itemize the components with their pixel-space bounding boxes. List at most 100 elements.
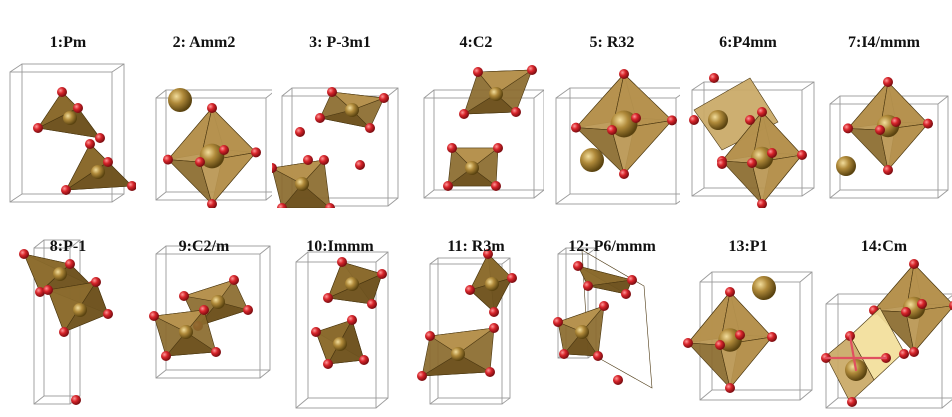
metal-atom <box>451 347 465 361</box>
oxygen-atom <box>277 203 287 208</box>
oxygen-atom <box>95 133 105 143</box>
polyhedron-face <box>421 353 492 377</box>
metal-atom <box>752 276 776 300</box>
oxygen-atom <box>59 327 69 337</box>
oxygen-atom <box>725 287 735 297</box>
oxygen-atom <box>377 269 387 279</box>
polyhedron-face <box>587 279 633 295</box>
oxygen-atom <box>621 289 631 299</box>
structure-label: 14:Cm <box>860 238 908 255</box>
oxygen-atom <box>163 154 173 165</box>
oxygen-atom <box>65 259 75 269</box>
metal-atom <box>199 143 225 169</box>
metal-atom <box>575 325 589 339</box>
oxygen-atom <box>725 383 735 393</box>
oxygen-atom <box>717 159 727 169</box>
oxygen-atom <box>325 203 335 208</box>
oxygen-atom <box>491 181 501 191</box>
structure-diagram <box>155 88 272 208</box>
oxygen-atom <box>71 395 81 405</box>
unit-cell <box>9 63 125 203</box>
oxygen-atom <box>103 309 113 319</box>
structure-label: 4:C2 <box>459 34 493 51</box>
polyhedron-face <box>165 331 217 357</box>
structure-diagram <box>829 77 949 199</box>
oxygen-atom <box>619 69 629 79</box>
polyhedron-face <box>447 167 497 187</box>
oxygen-atom <box>43 285 53 295</box>
oxygen-atom <box>243 305 253 315</box>
metal-atom <box>465 161 479 175</box>
structure-panel: 8:P-1 <box>0 204 136 412</box>
polyhedron-face <box>557 305 605 333</box>
oxygen-atom <box>303 155 313 165</box>
polyhedron-face <box>272 159 325 185</box>
oxygen-atom <box>489 307 499 317</box>
oxygen-atom <box>295 127 305 137</box>
oxygen-atom <box>891 117 901 127</box>
metal-atom <box>836 156 856 176</box>
oxygen-atom <box>949 301 952 311</box>
structure-label: 12: P6/mmm <box>568 238 656 255</box>
unit-cell <box>155 245 271 379</box>
structure-label: 9:C2/m <box>178 238 230 255</box>
oxygen-atom <box>61 185 71 195</box>
structure-panel: 4:C2 <box>408 0 544 208</box>
oxygen-atom <box>323 359 333 369</box>
oxygen-atom <box>745 115 755 125</box>
oxygen-atom <box>379 93 389 103</box>
structure-panel: 5: R32 <box>544 0 680 208</box>
oxygen-atom <box>161 351 171 361</box>
structure-panel: 12: P6/mmm <box>544 204 680 412</box>
oxygen-atom <box>199 305 209 315</box>
oxygen-atom <box>33 123 43 133</box>
structure-panel: 1:Pm <box>0 0 136 208</box>
structure-diagram <box>821 259 952 409</box>
oxygen-atom <box>91 277 101 287</box>
oxygen-atom <box>103 157 113 167</box>
structure-diagram <box>272 87 399 208</box>
metal-atom <box>489 87 503 101</box>
oxygen-atom <box>571 122 581 133</box>
oxygen-atom <box>627 275 637 285</box>
polyhedron-face <box>563 331 599 357</box>
oxygen-atom <box>843 123 853 134</box>
oxygen-atom <box>767 332 777 342</box>
oxygen-atom <box>367 299 377 309</box>
oxygen-atom <box>667 115 677 126</box>
oxygen-atom <box>767 148 777 158</box>
structure-label: 13:P1 <box>728 238 768 255</box>
oxygen-atom <box>57 87 67 97</box>
oxygen-atom <box>179 291 189 301</box>
oxygen-atom <box>875 125 885 135</box>
structure-panel: 10:Immm <box>272 204 408 412</box>
oxygen-atom <box>735 330 745 340</box>
metal-atom <box>295 177 309 191</box>
structure-panel: 13:P1 <box>680 204 816 412</box>
oxygen-atom <box>272 163 277 173</box>
structure-panel: 9:C2/m <box>136 204 272 412</box>
structure-label: 6:P4mm <box>719 34 777 51</box>
polyhedron-face <box>152 309 205 333</box>
oxygen-atom <box>511 107 521 117</box>
structure-panel: 6:P4mm <box>680 0 816 208</box>
oxygen-atom <box>425 331 435 341</box>
structure-diagram <box>295 251 389 409</box>
metal-atom <box>179 325 193 339</box>
oxygen-atom <box>573 261 583 271</box>
oxygen-atom <box>909 347 919 357</box>
oxygen-atom <box>613 375 623 385</box>
structure-diagram <box>9 63 136 203</box>
metal-atom <box>73 303 87 317</box>
metal-atom <box>708 110 728 130</box>
oxygen-atom <box>757 107 767 117</box>
oxygen-atom <box>593 351 603 361</box>
oxygen-atom <box>757 199 767 208</box>
oxygen-atom <box>337 257 347 267</box>
oxygen-atom <box>311 327 321 337</box>
oxygen-atom <box>211 347 221 357</box>
oxygen-atom <box>149 311 159 321</box>
oxygen-atom <box>443 181 453 191</box>
structure-label: 5: R32 <box>589 34 635 51</box>
